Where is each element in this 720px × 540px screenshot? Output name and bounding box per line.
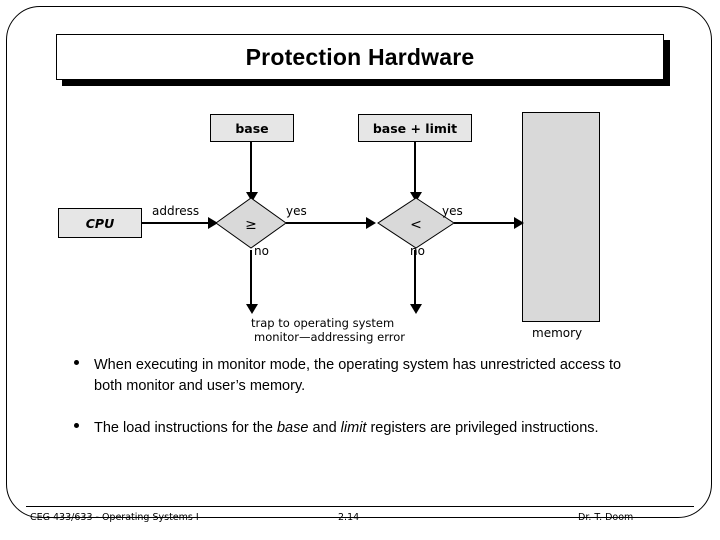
compare-ge-diamond: ≥ [215,197,287,249]
no-label-1: no [254,244,269,258]
slide-border [6,6,712,518]
footer-divider [26,506,694,507]
lt-yes-line [454,222,518,224]
title-box: Protection Hardware [56,34,664,80]
memory-label: memory [532,326,583,340]
base-arrow-head [246,192,258,202]
base-limit-arrow-head [410,192,422,202]
lt-no-arrow-head [410,304,422,314]
list-item: When executing in monitor mode, the oper… [72,355,632,396]
address-label: address [152,204,200,218]
page-title: Protection Hardware [245,43,475,70]
yes-label-2: yes [442,204,463,218]
footer-author: Dr. T. Doom [578,512,634,523]
bullet-dot-icon [74,423,79,429]
base-limit-arrow-line [414,142,416,194]
svg-text:≥: ≥ [245,217,257,233]
base-limit-box: base + limit [358,114,472,142]
bullet-list: When executing in monitor mode, the oper… [72,355,632,461]
memory-block [522,112,600,322]
trap-label-line1: trap to operating system [251,316,395,330]
no-label-2: no [410,244,425,258]
bullet-text-2-italic1: base [276,420,309,437]
yes-label-1: yes [286,204,307,218]
lt-yes-arrow-head [514,217,524,229]
cpu-box: CPU [58,208,142,238]
bullet-text-2-part2: and [308,420,341,437]
cpu-arrow-head [208,217,218,229]
svg-text:<: < [410,217,422,233]
bullet-text-2-part3: registers are privileged instructions. [366,420,599,437]
footer-page-number: 2.14 [338,512,360,523]
cpu-arrow-line [142,222,210,224]
bullet-text-2-part1: The load instructions for the [94,420,277,437]
protection-hardware-diagram: base base + limit CPU memory address ≥ y… [28,100,692,350]
ge-no-arrow-head [246,304,258,314]
compare-lt-diamond: < [377,197,455,249]
bullet-text-1-part1: When executing in monitor mode, the oper… [94,357,622,394]
base-arrow-line [250,142,252,194]
bullet-dot-icon [74,360,79,365]
base-box: base [210,114,294,142]
footer-course: CEG 433/633 - Operating Systems I [30,512,199,523]
ge-yes-arrow-head [366,217,376,229]
ge-no-line [250,250,252,306]
trap-label-line2: monitor—addressing error [254,330,405,344]
bullet-text-2-italic2: limit [340,420,367,437]
list-item: The load instructions for the base and l… [72,418,632,439]
ge-yes-line [286,222,368,224]
lt-no-line [414,250,416,306]
